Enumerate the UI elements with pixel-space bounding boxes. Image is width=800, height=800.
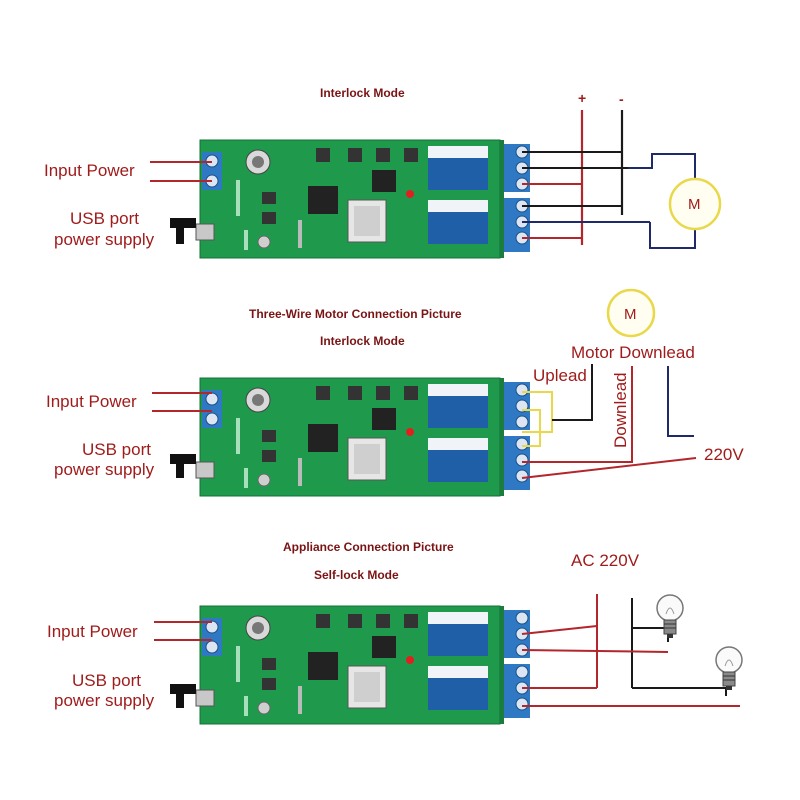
d2-input-power-label: Input Power bbox=[46, 392, 137, 411]
d3-usb-label-1: USB port bbox=[72, 671, 141, 690]
d3-board bbox=[195, 605, 531, 725]
d1-mode-title: Interlock Mode bbox=[320, 86, 405, 100]
d2-motor-downlead-label: Motor Downlead bbox=[571, 343, 695, 362]
d2-220v-label: 220V bbox=[704, 445, 744, 464]
d1-motor-symbol bbox=[668, 177, 722, 231]
d1-plus-sign: + bbox=[578, 90, 586, 106]
d1-usb-label-1: USB port bbox=[70, 209, 139, 228]
d3-mode-title: Self-lock Mode bbox=[314, 568, 399, 582]
d2-usb-label-2: power supply bbox=[54, 460, 155, 479]
d1-input-power-label: Input Power bbox=[44, 161, 135, 180]
light-bulb-icon bbox=[715, 646, 743, 691]
d1-minus-sign: - bbox=[619, 91, 624, 107]
d2-board bbox=[195, 377, 531, 497]
d1-board bbox=[195, 139, 531, 259]
d2-uplead-label: Uplead bbox=[533, 366, 587, 385]
d3-caption: Appliance Connection Picture bbox=[283, 540, 454, 554]
d1-motor-label: M bbox=[688, 196, 701, 213]
d2-caption: Three-Wire Motor Connection Picture bbox=[249, 307, 462, 321]
d2-motor-symbol bbox=[606, 288, 656, 338]
d2-downlead-label: Downlead bbox=[611, 372, 630, 448]
d3-input-power-label: Input Power bbox=[47, 622, 138, 641]
d2-mode-title: Interlock Mode bbox=[320, 334, 405, 348]
d3-usb-label-2: power supply bbox=[54, 691, 155, 710]
d3-ac220v-label: AC 220V bbox=[571, 551, 640, 570]
d1-usb-label-2: power supply bbox=[54, 230, 155, 249]
d2-usb-label-1: USB port bbox=[82, 440, 151, 459]
light-bulb-icon bbox=[656, 594, 684, 639]
d2-motor-label: M bbox=[624, 306, 637, 323]
